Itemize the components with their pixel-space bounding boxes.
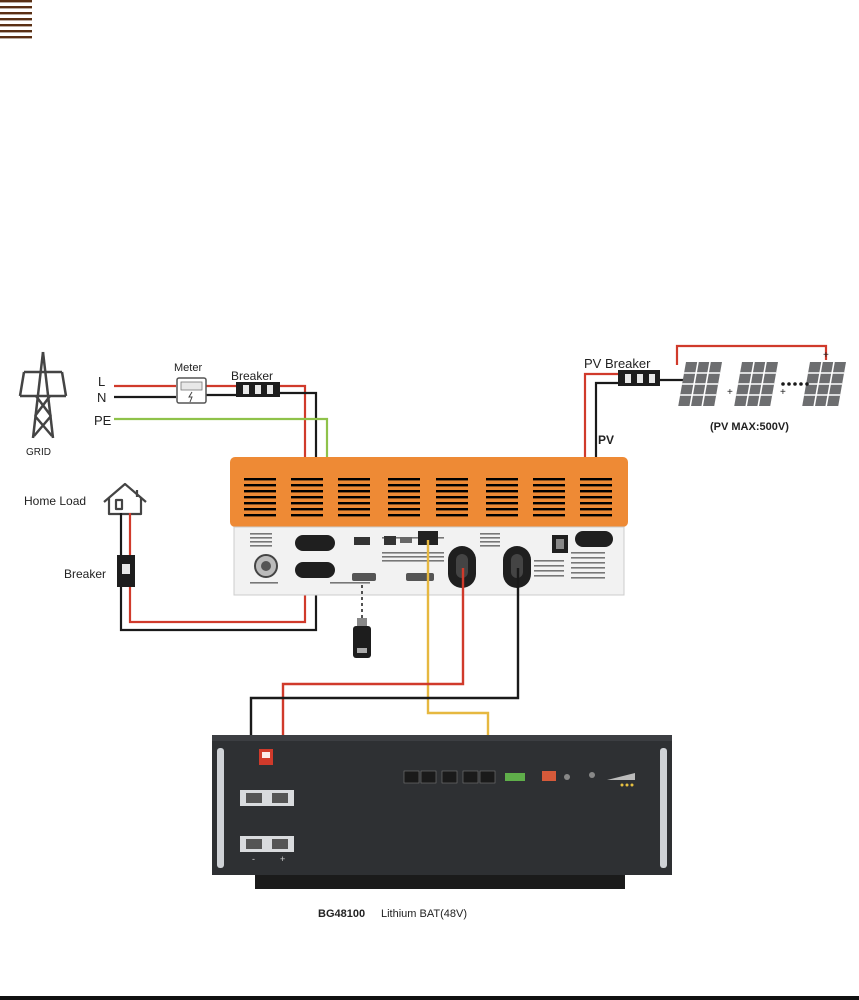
battery-handle-left bbox=[217, 748, 224, 868]
solar-panel-icon bbox=[734, 362, 778, 406]
battery-description-label: Lithium BAT(48V) bbox=[381, 908, 467, 920]
battery-pack: - + bbox=[212, 735, 672, 889]
grid-label: GRID bbox=[26, 447, 51, 458]
battery-model-label: BG48100 bbox=[318, 908, 365, 920]
load-breaker-label: Breaker bbox=[64, 567, 106, 581]
meter-icon bbox=[176, 377, 207, 404]
pv-plus-sign: + bbox=[823, 350, 829, 361]
solar-panel-icon bbox=[678, 362, 722, 406]
ac-input-terminal bbox=[295, 535, 335, 551]
rs485-port-icon bbox=[420, 770, 437, 784]
bottom-border bbox=[0, 996, 859, 1000]
ac-output-terminal bbox=[295, 562, 335, 578]
soc-indicator-icon bbox=[607, 773, 635, 787]
rs232-port-icon bbox=[441, 770, 458, 784]
house-icon bbox=[103, 482, 147, 516]
grid-tower-icon bbox=[18, 351, 68, 439]
address-dip-icon bbox=[542, 771, 556, 781]
can-port-icon bbox=[479, 770, 496, 784]
pv-max-label: (PV MAX:500V) bbox=[710, 421, 789, 433]
home-load-label: Home Load bbox=[24, 494, 86, 508]
inverter-vents bbox=[0, 0, 32, 39]
solar-panel-icon bbox=[802, 362, 846, 406]
reset-button-icon bbox=[564, 774, 570, 780]
pv-breaker-label: PV Breaker bbox=[584, 356, 651, 371]
dip-switch-icon bbox=[400, 537, 412, 543]
battery-handle-right bbox=[660, 748, 667, 868]
line-l-label: L bbox=[98, 374, 105, 389]
usb-port-icon bbox=[354, 537, 370, 545]
bms-port-icon bbox=[418, 531, 438, 545]
dry-contact-icon bbox=[505, 773, 525, 781]
wifi-dongle-icon bbox=[353, 618, 371, 658]
load-breaker-icon bbox=[117, 555, 135, 587]
usb-b-port-icon bbox=[384, 536, 396, 545]
rs485-port-icon bbox=[403, 770, 420, 784]
panel-chain-dots bbox=[781, 382, 809, 386]
inverter-top-panel bbox=[230, 457, 628, 527]
pv-input-terminal bbox=[575, 531, 613, 547]
grid-breaker-icon bbox=[236, 382, 280, 397]
on-off-button-icon bbox=[589, 772, 595, 778]
pv-plus-sign: + bbox=[727, 387, 733, 398]
battery-terminal-sign: - bbox=[252, 854, 255, 864]
pv-plus-sign: + bbox=[780, 387, 786, 398]
pv-breaker-icon bbox=[618, 370, 660, 386]
meter-label: Meter bbox=[174, 362, 202, 374]
grid-breaker-label: Breaker bbox=[231, 369, 273, 383]
line-pe-label: PE bbox=[94, 413, 112, 428]
pv-line-label: PV bbox=[598, 433, 614, 447]
battery-terminal-sign: + bbox=[280, 854, 285, 864]
parallel-port-icon bbox=[352, 573, 376, 581]
line-n-label: N bbox=[97, 390, 106, 405]
parallel-port-icon bbox=[406, 573, 434, 581]
inverter bbox=[0, 0, 628, 596]
can-port-icon bbox=[462, 770, 479, 784]
